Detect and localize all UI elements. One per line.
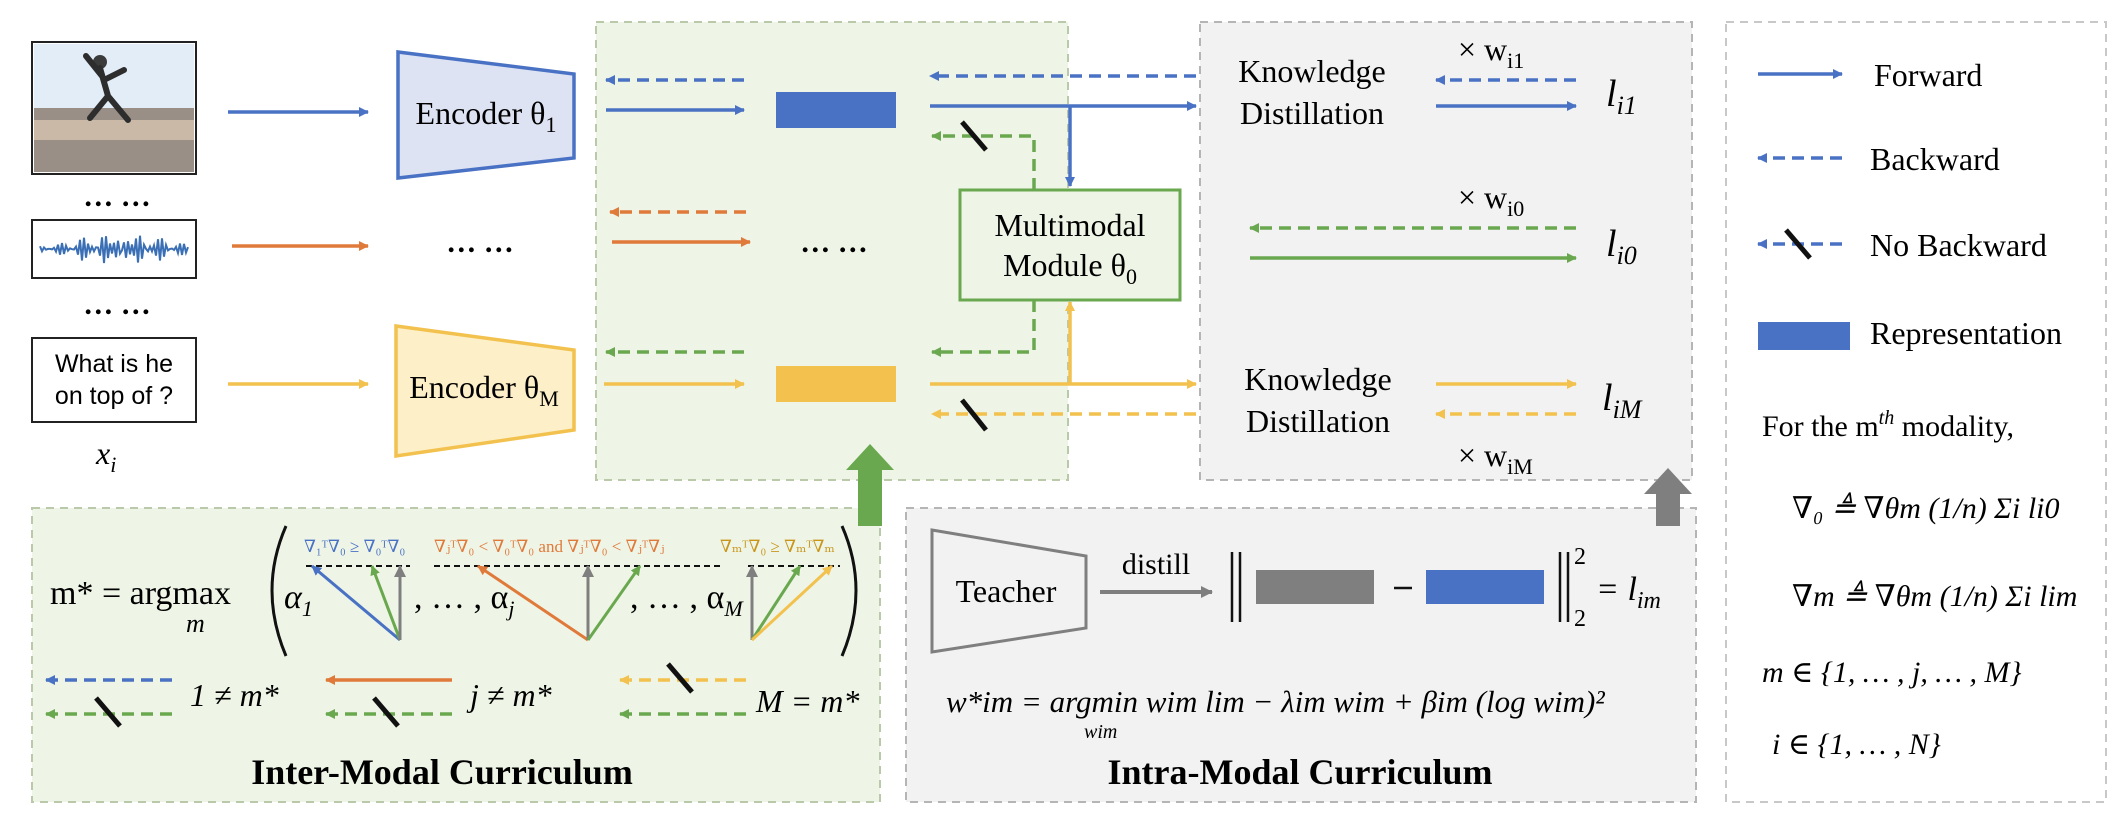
text-input: What is he on top of ? [31, 337, 197, 423]
cond-1: ∇₁ᵀ∇₀ ≥ ∇₀ᵀ∇₀ [304, 537, 405, 556]
input-ellipsis-1: … … [83, 180, 151, 213]
norm-sup: 2 [1574, 544, 1586, 570]
w-star-eq: w*im = argmin wim lim − λim wim + βim (l… [946, 684, 1605, 719]
legend-modality-text: For the mth modality, [1762, 407, 2014, 443]
encoder-1: Encoder θ1 [396, 50, 576, 180]
legend-representation-label: Representation [1870, 315, 2062, 351]
encoder-ellipsis: … … [446, 226, 514, 259]
multimodal-module: Multimodal Module θ0 [958, 188, 1182, 302]
cond-j: ∇ⱼᵀ∇₀ < ∇₀ᵀ∇₀ and ∇ⱼᵀ∇₀ < ∇ⱼᵀ∇ⱼ [434, 537, 665, 556]
caseM-slash [666, 662, 694, 694]
grad-group-M [746, 564, 840, 642]
svg-text:Encoder θM: Encoder θM [409, 369, 559, 411]
kd-top-line1: Knowledge [1238, 53, 1386, 89]
teacher-block: Teacher [930, 528, 1088, 654]
case-j: j ≠ m* [466, 677, 552, 713]
svg-text:Encoder θ1: Encoder θ1 [416, 95, 557, 137]
svg-text:Module θ0: Module θ0 [1003, 247, 1137, 289]
text-query-line1: What is he [55, 350, 173, 378]
legend-gradm: ∇m ≜ ∇θm (1/n) Σi lim [1792, 580, 2077, 613]
svg-text:Multimodal: Multimodal [994, 207, 1145, 243]
intra-modal-title: Intra-Modal Curriculum [1108, 752, 1493, 792]
casej-slash [372, 696, 400, 728]
legend-grad0: ∇₀ ≜ ∇θm (1/n) Σi li0 [1792, 492, 2060, 525]
representation-ellipsis: … … [800, 226, 868, 259]
left-paren [270, 525, 288, 657]
text-query-line2: on top of ? [55, 382, 173, 410]
kd-bot-line1: Knowledge [1244, 361, 1392, 397]
audio-input [31, 219, 197, 279]
no-backward-slash-bottom [960, 398, 988, 432]
backward-green-bottom [931, 300, 1036, 357]
norm-sub: 2 [1574, 606, 1586, 632]
weight-top: × wi1 [1458, 31, 1524, 73]
legend-panel [1725, 21, 2107, 803]
representation-yellow [776, 366, 896, 402]
case-1: 1 ≠ m* [190, 677, 279, 713]
argmax-sub: m [186, 609, 205, 638]
gray-up-arrow [1644, 468, 1692, 526]
sample-label: xi [95, 435, 116, 477]
alpha-1: α1 [284, 579, 313, 621]
encoder-M: Encoder θM [394, 323, 576, 459]
input-ellipsis-2: … … [83, 288, 151, 321]
grad-group-1 [306, 564, 410, 642]
intra-loss-eq: = lim [1596, 571, 1661, 614]
inter-modal-panel [31, 507, 881, 803]
svg-text:Teacher: Teacher [956, 573, 1057, 609]
legend-no-backward-label: No Backward [1870, 227, 2047, 263]
alpha-j: , … , αj [414, 579, 514, 621]
alpha-M: , … , αM [630, 579, 744, 621]
grad-group-j [434, 564, 720, 642]
kd-top-line2: Distillation [1240, 95, 1384, 131]
no-backward-green-top [931, 131, 1036, 190]
distill-label: distill [1122, 548, 1190, 581]
right-paren [840, 525, 858, 657]
representation-blue [776, 92, 896, 128]
legend-forward-label: Forward [1874, 57, 1982, 93]
weight-mid: × wi0 [1458, 179, 1524, 221]
legend-representation-swatch [1758, 322, 1850, 350]
argmin-sub: wim [1084, 721, 1117, 743]
loss-mid: li0 [1606, 223, 1637, 270]
legend-no-backward-slash [1784, 228, 1812, 260]
kd-bot-line2: Distillation [1246, 403, 1390, 439]
distillation-panel [1199, 21, 1693, 481]
legend-backward-label: Backward [1870, 141, 2000, 177]
norm-expression [1230, 552, 1570, 622]
m-star-eq: m* = argmax [50, 575, 231, 612]
legend-set-m: m ∈ {1, … , j, … , M} [1762, 656, 2022, 689]
inter-modal-title: Inter-Modal Curriculum [251, 752, 633, 792]
weight-bottom: × wiM [1458, 437, 1533, 479]
cond-M: ∇ₘᵀ∇₀ ≥ ∇ₘᵀ∇ₘ [720, 537, 835, 556]
loss-bottom: liM [1602, 377, 1643, 424]
no-backward-slash-top [960, 120, 988, 152]
case-M: M = m* [755, 683, 859, 719]
green-up-arrow [846, 444, 894, 526]
image-input [31, 41, 197, 175]
legend-set-i: i ∈ {1, … , N} [1772, 728, 1941, 761]
loss-top: li1 [1606, 73, 1637, 120]
case1-slash [94, 696, 122, 728]
